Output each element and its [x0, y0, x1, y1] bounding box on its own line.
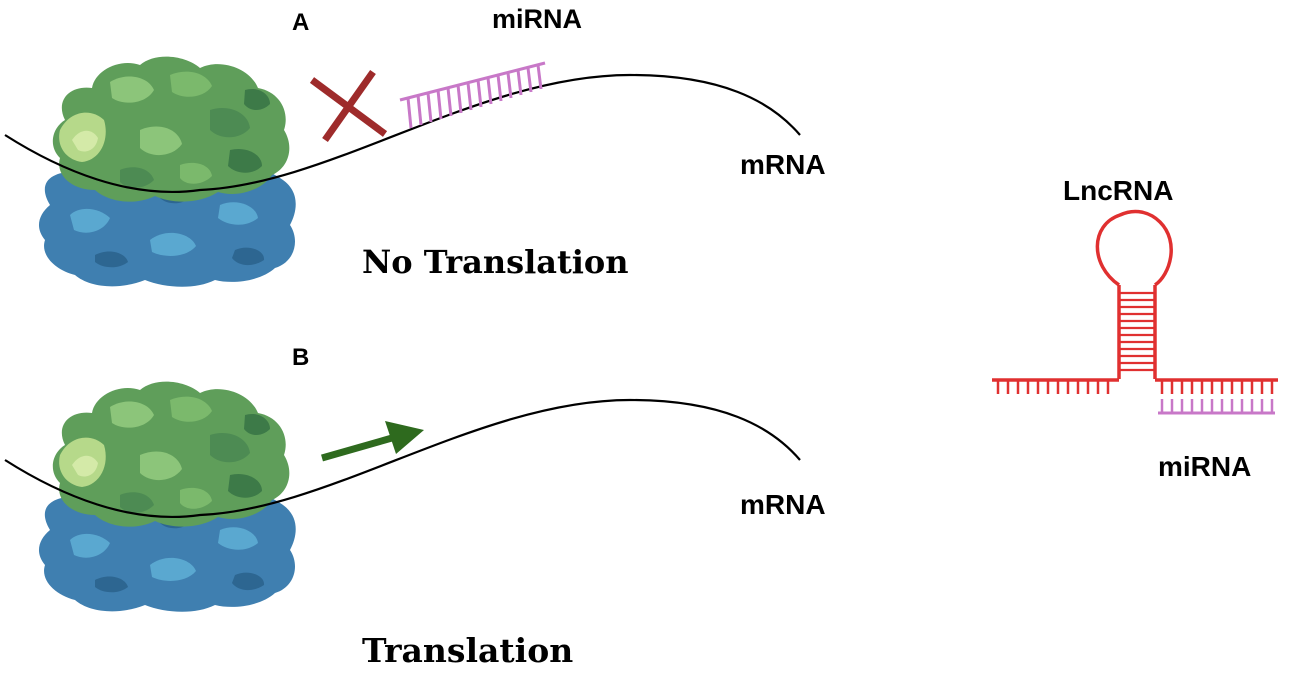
panel-a-caption: No Translation: [362, 243, 629, 281]
sponged-mirna-icon: [1158, 399, 1275, 415]
panel-a-mirna-label: miRNA: [492, 4, 582, 34]
mirna-strand-icon: [399, 61, 546, 129]
green-arrow-icon: [321, 421, 424, 462]
panel-b: B mRNA Translation: [4, 344, 826, 670]
panel-b-caption: Translation: [362, 631, 573, 670]
mrna-strand: [4, 398, 801, 519]
mrna-strand: [4, 73, 801, 194]
lncrna-mirna-label: miRNA: [1158, 451, 1251, 482]
block-x-icon: [309, 69, 388, 143]
panel-a-mrna-label: mRNA: [740, 149, 826, 180]
panel-a: A miRNA mRNA No Tra: [4, 4, 826, 287]
lncrna-hairpin-icon: [992, 209, 1278, 394]
panel-b-letter: B: [292, 344, 309, 371]
panel-b-mrna-label: mRNA: [740, 489, 826, 520]
panel-a-letter: A: [292, 9, 309, 36]
lncrna-label: LncRNA: [1063, 175, 1173, 206]
lncrna-panel: LncRNA: [992, 175, 1278, 482]
